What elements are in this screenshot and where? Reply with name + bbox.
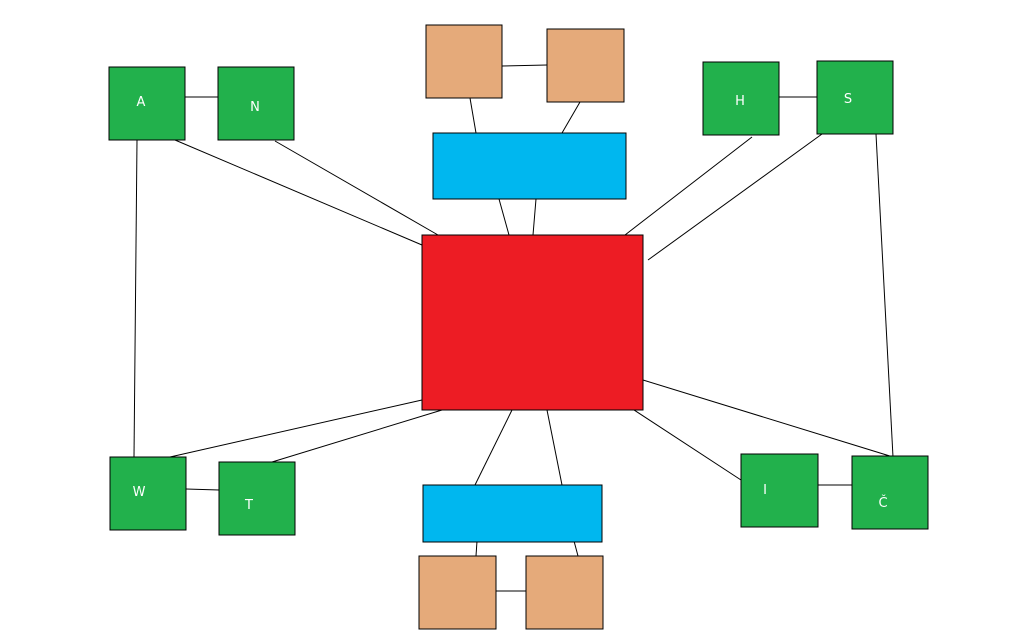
edges-layer — [133, 64, 894, 592]
node-c — [851, 455, 929, 530]
edge-t-hub — [271, 409, 443, 463]
top-bar-node — [432, 132, 627, 200]
edge-w-hub — [169, 399, 423, 458]
bottom-bar-node — [422, 484, 603, 543]
edge-c-hub — [642, 379, 894, 458]
nodes-layer — [108, 24, 929, 630]
top-right-box-node — [546, 28, 625, 103]
edge-i-hub — [633, 409, 742, 481]
edge-bottom-right-box-bar — [573, 540, 579, 557]
edge-top-boxes — [501, 64, 548, 67]
edge-top-bar-hub-2 — [532, 198, 537, 236]
edge-s-hub — [647, 133, 823, 261]
edge-top-right-box-bar — [561, 101, 581, 134]
edge-top-left-box-bar — [469, 97, 477, 134]
node-c-label: Č — [878, 495, 887, 511]
node-s-label: S — [844, 92, 852, 107]
bottom-left-box-node — [418, 555, 497, 630]
node-s — [816, 60, 894, 135]
node-w — [109, 456, 187, 531]
edge-n-hub — [274, 140, 439, 236]
node-t-label: T — [244, 498, 253, 513]
edge-a-w — [133, 139, 138, 458]
edge-top-bar-hub-1 — [498, 198, 510, 236]
node-a — [108, 66, 186, 141]
labels-layer: A N H S W T I Č — [133, 92, 888, 513]
edge-s-c — [875, 133, 894, 458]
top-left-box-node — [425, 24, 503, 99]
node-n-label: N — [250, 100, 260, 115]
node-t — [218, 461, 296, 536]
edge-a-hub — [174, 139, 423, 246]
node-i — [740, 453, 819, 528]
edge-bottom-left-box-bar — [475, 540, 478, 557]
bottom-right-box-node — [525, 555, 604, 630]
edge-w-t — [185, 488, 220, 491]
node-a-label: A — [137, 95, 146, 110]
node-i-label: I — [763, 483, 767, 498]
node-h — [702, 61, 780, 136]
node-n — [217, 66, 295, 141]
edge-h-hub — [624, 136, 753, 236]
edge-bottom-bar-hub-2 — [546, 409, 563, 486]
node-w-label: W — [133, 485, 146, 500]
hub-node — [421, 234, 644, 411]
node-h-label: H — [735, 94, 745, 109]
edge-bottom-bar-hub-1 — [474, 409, 513, 486]
